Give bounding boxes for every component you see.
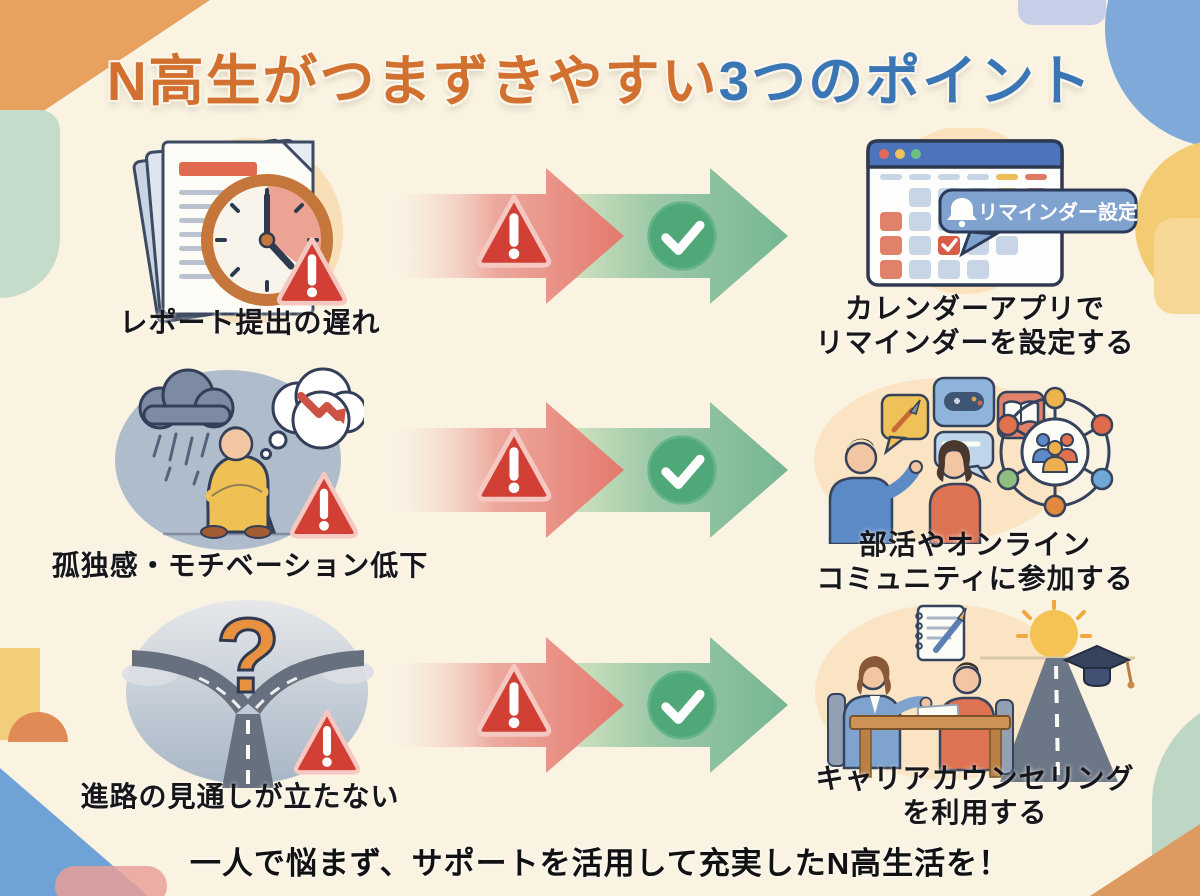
talking-man-figure: [828, 438, 923, 544]
page-title-highlight: N高生がつまずきやすい: [106, 50, 719, 112]
corner-shape-pink-bottom-left: [55, 866, 167, 896]
desk-icon: [849, 703, 1011, 778]
graduation-cap-icon: [1062, 644, 1135, 689]
corner-shape-green-top-left: [0, 110, 60, 298]
declining-motivation-bubble: [260, 367, 364, 460]
group-icon: [1031, 433, 1079, 473]
sad-person-figure: [163, 426, 313, 539]
transition-arrow-row-2: [388, 394, 792, 546]
sun-icon: [1016, 600, 1092, 658]
reminder-badge: リマインダー設定: [938, 188, 1138, 258]
rain-cloud-icon: [138, 368, 235, 486]
late-report-clock-warning-illustration: [132, 138, 385, 324]
solution-caption-1: カレンダーアプリで リマインダーを設定する: [795, 292, 1155, 360]
forked-road-question-illustration: ?: [122, 596, 374, 788]
transition-arrow-row-3: [388, 629, 792, 781]
bell-icon: [947, 198, 977, 228]
solution-caption-3: キャリアカウンセリング を利用する: [790, 762, 1160, 830]
transition-arrow-row-1: [388, 160, 792, 312]
page-title: N高生がつまずきやすい3つのポイント: [0, 36, 1200, 116]
solution-caption-2: 部活やオンライン コミュニティに参加する: [790, 528, 1160, 596]
problem-caption-1: レポート提出の遅れ: [119, 307, 381, 338]
misty-blob-bg: [126, 600, 368, 784]
solution-caption-1-line2: リマインダーを設定する: [815, 327, 1135, 358]
notebook-pencil-icon: [915, 604, 967, 662]
paintbrush-bubble: [880, 393, 930, 456]
problem-caption-3: 進路の見通しが立たない: [80, 781, 400, 812]
counselor-figure: [827, 656, 933, 770]
edge-shape-yellow-right: [1154, 218, 1200, 314]
solution-caption-1-line1: カレンダーアプリで: [845, 293, 1105, 324]
solution-caption-2-line2: コミュニティに参加する: [816, 563, 1134, 594]
question-mark-icon: ?: [216, 597, 281, 715]
calendar-app-illustration: リマインダー設定: [866, 128, 1138, 294]
corner-shape-lavender-top-right: [1018, 0, 1106, 25]
solution-caption-3-line1: キャリアカウンセリング: [815, 763, 1135, 794]
online-community-network-icon: [996, 386, 1114, 518]
page-title-rest: 3つのポイント: [718, 50, 1094, 112]
road-to-future-icon: [1000, 658, 1118, 782]
solution-caption-2-line1: 部活やオンライン: [858, 529, 1091, 560]
footer-message: 一人で悩まず、サポートを活用して充実したN高生活を！: [189, 846, 1011, 881]
career-counseling-illustration: [815, 600, 1135, 782]
problem-caption-2: 孤独感・モチベーション低下: [51, 550, 429, 581]
forked-road-icon: [132, 650, 364, 788]
down-arrow-icon: [330, 408, 346, 424]
community-chat-network-illustration: [814, 376, 1114, 544]
lonely-person-rain-cloud-illustration: [115, 367, 364, 550]
checked-date-cell: [938, 236, 960, 255]
game-controller-bubble: [932, 376, 996, 428]
talking-woman-figure: [928, 440, 982, 544]
solution-caption-3-line2: を利用する: [902, 797, 1048, 828]
reminder-badge-label: リマインダー設定: [978, 200, 1138, 224]
